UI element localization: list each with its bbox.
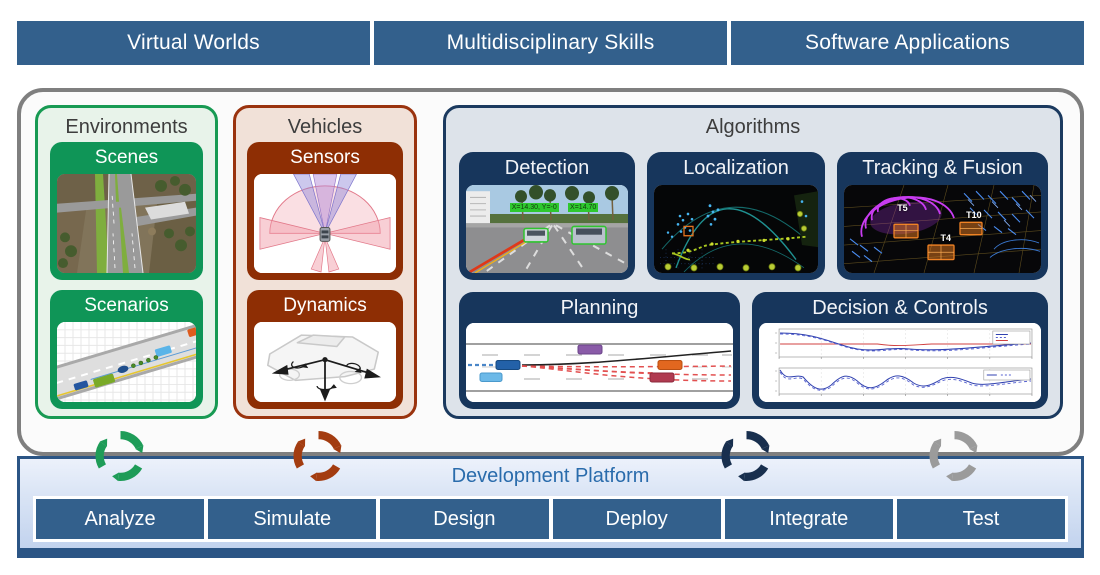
tracking-lidar-image	[844, 185, 1041, 273]
vehicles-group: Vehicles Sensors	[233, 105, 417, 419]
scenarios-card: Scenarios	[50, 290, 203, 409]
banner-virtual-worlds: Virtual Worlds	[17, 21, 370, 65]
platform-steps-row: Analyze Simulate Design Deploy Integrate…	[33, 496, 1068, 542]
detection-road-image	[466, 185, 628, 273]
tracking-tag-t4: T4	[940, 232, 952, 243]
cycle-arrows-icon-rust	[293, 430, 342, 482]
scenes-card: Scenes	[50, 142, 203, 280]
development-platform-title: Development Platform	[451, 465, 650, 487]
platform-step-deploy: Deploy	[552, 499, 721, 539]
algorithms-title: Algorithms	[705, 116, 801, 138]
decision-controls-thumbnail	[759, 323, 1041, 402]
top-banner: Virtual Worlds Multidisciplinary Skills …	[17, 21, 1084, 65]
detection-card: Detection	[459, 152, 635, 280]
detection-label: Detection	[504, 157, 590, 179]
development-platform-bar: Development Platform Analyze Simulate De…	[17, 456, 1084, 558]
environments-title: Environments	[65, 116, 188, 138]
vehicles-title: Vehicles	[287, 116, 363, 138]
scenes-label: Scenes	[94, 147, 159, 168]
cycle-arrows-icon-gray	[929, 430, 978, 482]
cycle-arrows-icon-green	[95, 430, 144, 482]
planning-card: Planning	[459, 292, 740, 409]
tracking-fusion-label: Tracking & Fusion	[862, 157, 1023, 179]
algorithms-group: Algorithms Detection	[443, 105, 1063, 419]
planning-label: Planning	[560, 297, 639, 319]
tracking-tag-t5: T5	[897, 202, 908, 213]
dynamics-label: Dynamics	[283, 295, 367, 316]
scenarios-label: Scenarios	[84, 295, 169, 316]
dynamics-thumbnail	[254, 322, 396, 402]
environments-group: Environments Scenes	[35, 105, 218, 419]
workflow-panel: Environments Scenes	[17, 88, 1084, 456]
sensor-coverage-image	[254, 174, 396, 273]
scenes-aerial-image	[57, 174, 196, 273]
cycle-arrows-icon-navy	[721, 430, 770, 482]
decision-controls-card: Decision & Controls	[752, 292, 1048, 409]
platform-step-test: Test	[896, 499, 1066, 539]
tracking-fusion-card: Tracking & Fusion	[837, 152, 1048, 280]
scenes-thumbnail	[57, 174, 196, 273]
vehicle-dynamics-image	[254, 322, 396, 402]
decision-controls-label: Decision & Controls	[812, 297, 988, 319]
detection-thumbnail: X=14.30, Y=-0 X=14.70	[466, 185, 628, 273]
control-plots-image	[759, 323, 1041, 402]
platform-step-analyze: Analyze	[36, 499, 205, 539]
platform-step-simulate: Simulate	[208, 499, 377, 539]
sensors-thumbnail	[254, 174, 396, 273]
localization-pointcloud-image	[654, 185, 818, 273]
platform-step-design: Design	[380, 499, 549, 539]
sensors-label: Sensors	[290, 147, 360, 168]
tracking-fusion-thumbnail: T5 T10 T4	[844, 185, 1041, 273]
localization-label: Localization	[683, 157, 789, 179]
scenarios-thumbnail	[57, 322, 196, 402]
sensors-card: Sensors	[247, 142, 403, 280]
banner-multidisciplinary-skills: Multidisciplinary Skills	[374, 21, 727, 65]
detection-coordinates-label-right: X=14.70	[568, 202, 599, 212]
planning-lanes-image	[466, 323, 733, 402]
localization-thumbnail	[654, 185, 818, 273]
localization-card: Localization	[647, 152, 825, 280]
scenarios-road-image	[57, 322, 196, 402]
detection-coordinates-label-left: X=14.30, Y=-0	[509, 202, 559, 212]
planning-thumbnail	[466, 323, 733, 402]
tracking-tag-t10: T10	[966, 209, 982, 220]
dynamics-card: Dynamics	[247, 290, 403, 409]
banner-software-applications: Software Applications	[731, 21, 1084, 65]
platform-step-integrate: Integrate	[724, 499, 893, 539]
